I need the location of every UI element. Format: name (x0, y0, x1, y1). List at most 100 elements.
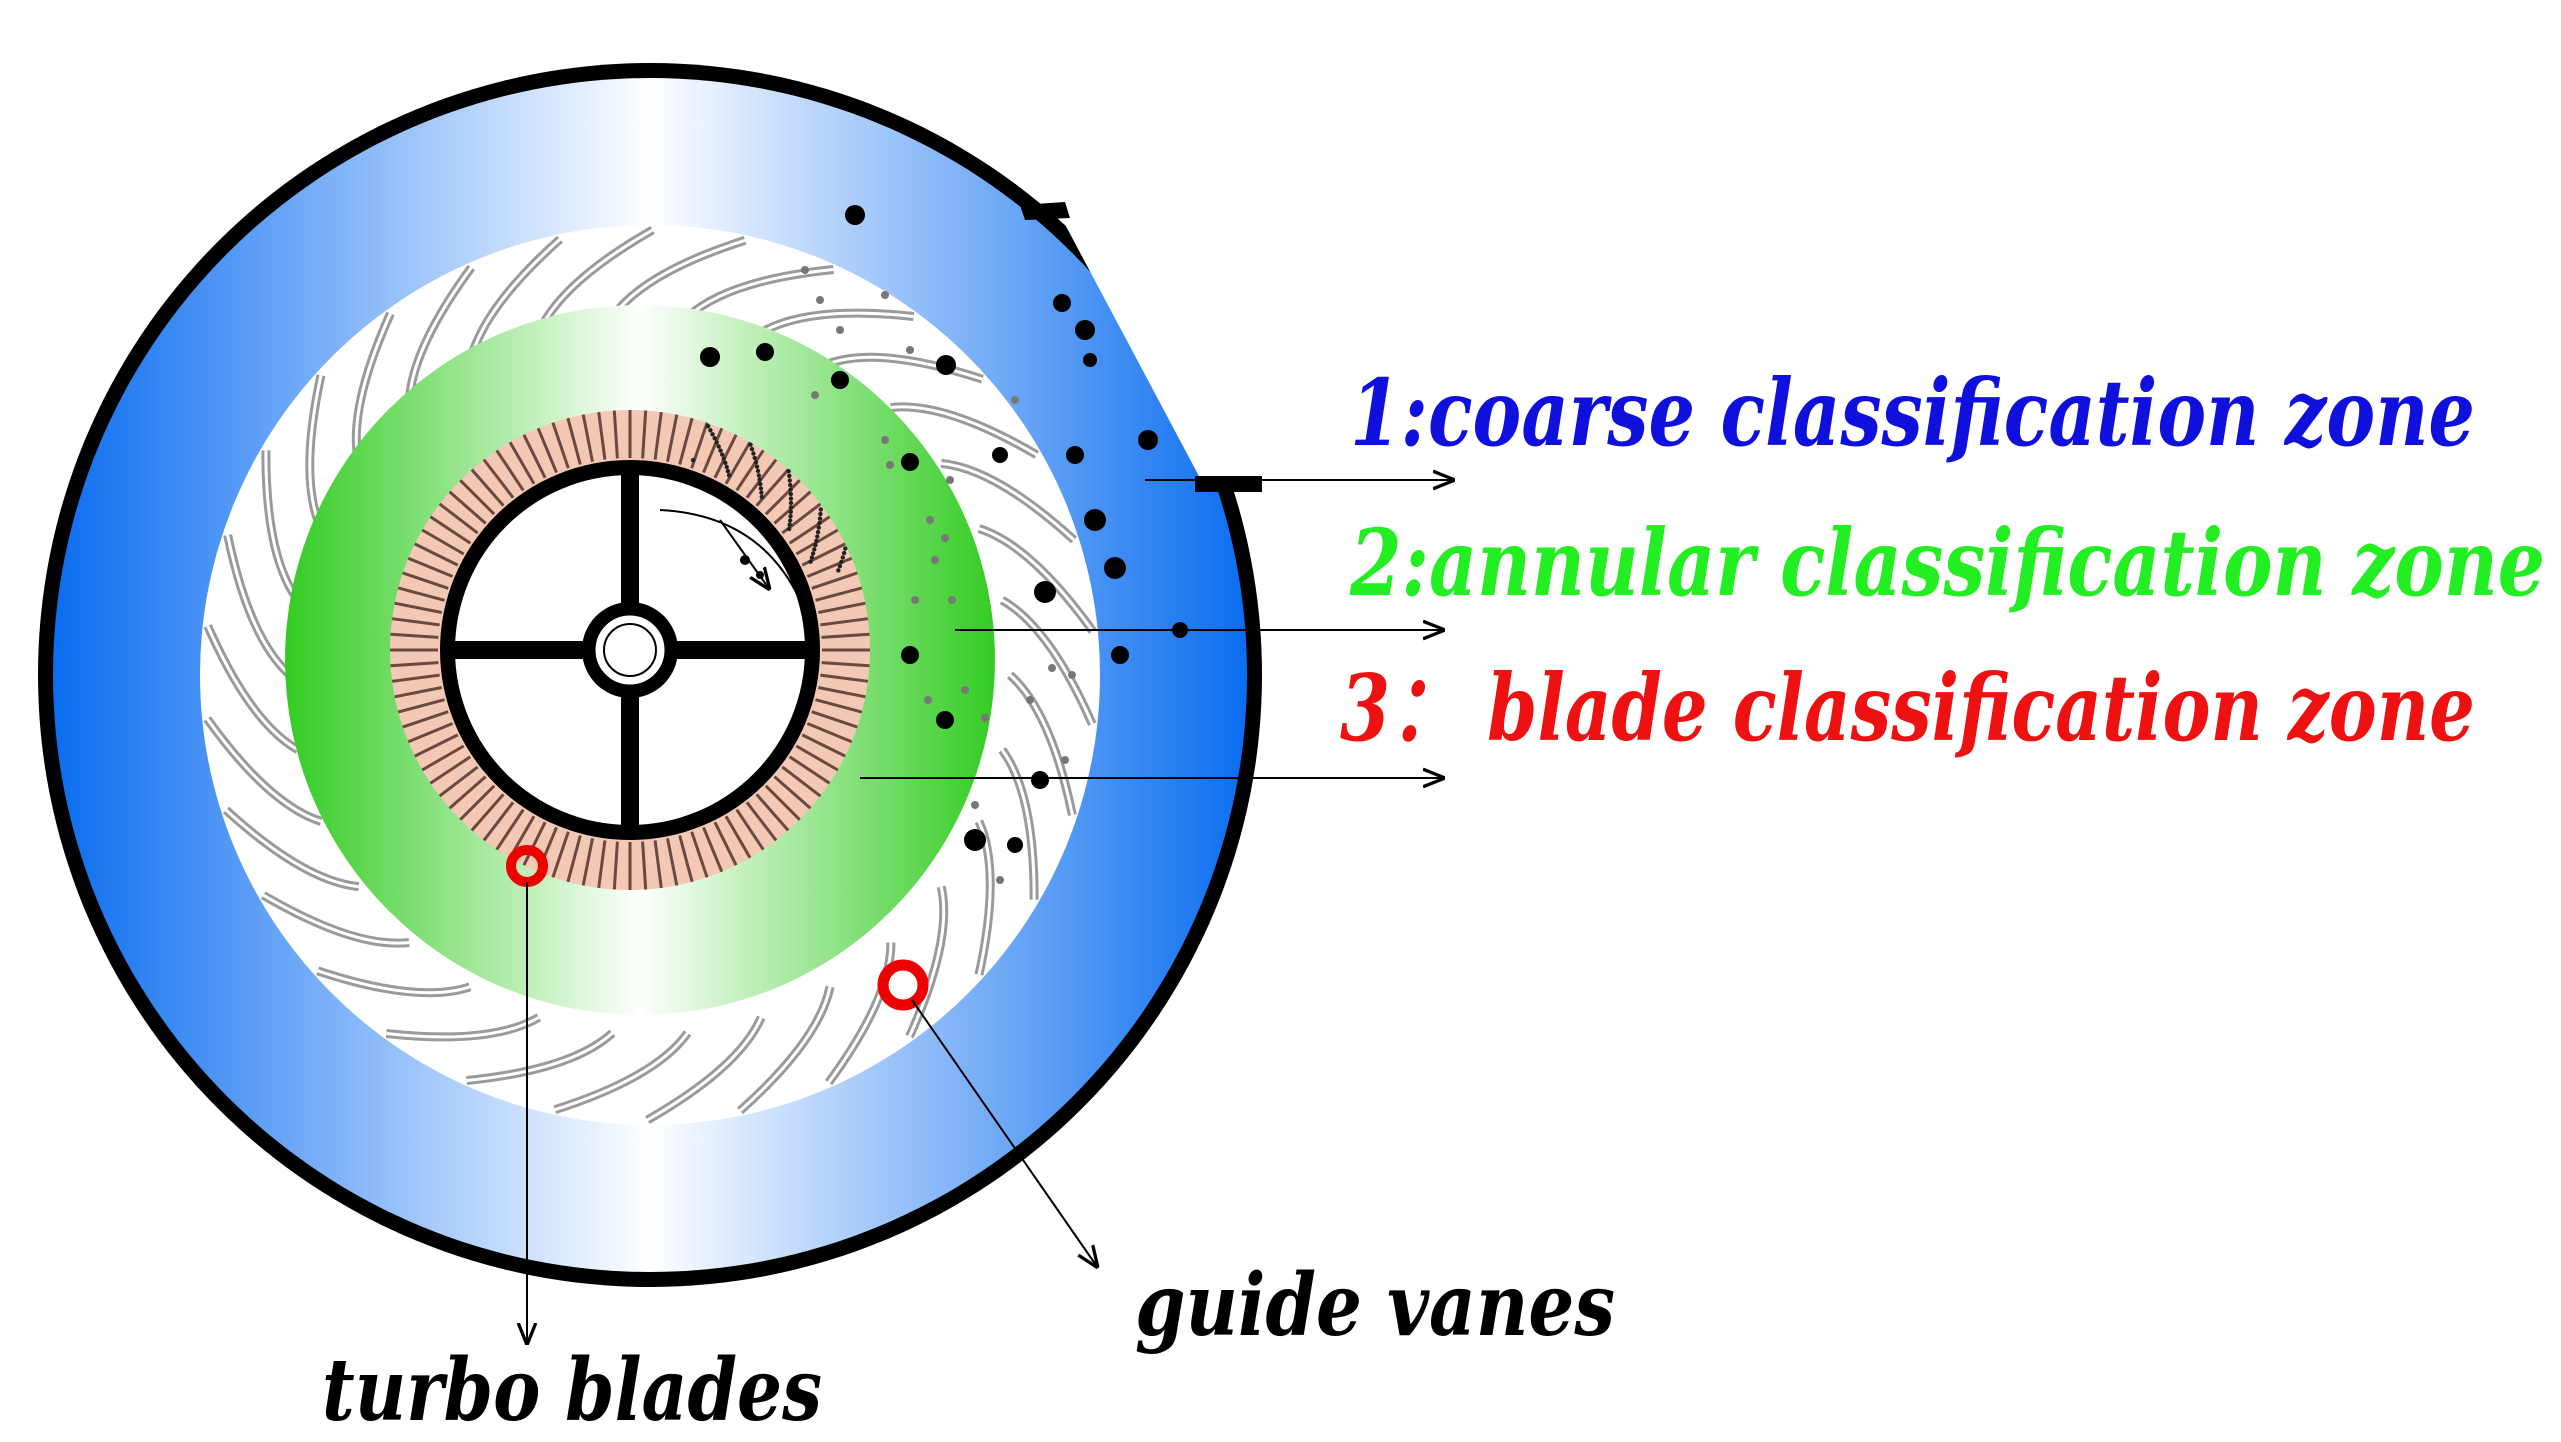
fine-particle (1068, 671, 1076, 679)
dust-particle (749, 446, 755, 452)
dust-particle (808, 559, 813, 564)
dust-particle (754, 464, 760, 469)
turbo-blade (390, 632, 439, 639)
dust-particle (690, 458, 696, 463)
turbo-blade (735, 449, 765, 492)
guide-vane-highlight (264, 450, 300, 602)
dust-particle (813, 542, 818, 548)
turbo-blade (566, 417, 582, 465)
turbo-blade (394, 601, 442, 614)
dust-particle (705, 424, 711, 429)
turbo-blade (397, 698, 445, 714)
dust-particle (841, 550, 847, 556)
particle (936, 355, 956, 375)
guide-vane-highlight (554, 1032, 689, 1112)
fine-particle (941, 534, 949, 542)
dust-particle (787, 473, 792, 478)
fine-particle (1048, 664, 1056, 672)
turbo-blade (429, 515, 472, 545)
turbo-blade (764, 784, 801, 821)
turbo-blade (788, 515, 831, 545)
dust-particle (723, 460, 728, 465)
fine-particle (881, 436, 889, 444)
turbo-blade (566, 835, 582, 883)
fine-particle (1011, 396, 1019, 404)
turbo-blade (414, 733, 459, 758)
dust-particle (757, 477, 762, 482)
turbo-blade (666, 838, 679, 886)
dust-particle (752, 455, 757, 461)
dust-particle (710, 432, 715, 437)
turbo-blade (407, 722, 454, 744)
fine-particle (971, 801, 979, 809)
turbo-blade (713, 434, 738, 479)
turbo-blade (391, 617, 440, 627)
turbo-blade (597, 411, 607, 460)
turbo-blade (522, 434, 547, 479)
particle (1138, 430, 1158, 450)
fine-particle (886, 461, 894, 469)
turbo-blade (482, 458, 515, 499)
particle (1084, 509, 1106, 531)
particle (936, 711, 954, 729)
rotor-shaft-inner (603, 623, 657, 677)
dust-particle (788, 496, 794, 501)
particle (1007, 837, 1023, 853)
fine-particle (981, 714, 989, 722)
guide-vane-highlight (686, 268, 834, 319)
turbo-blade (795, 744, 839, 772)
dust-particle (787, 526, 792, 532)
turbo-blade (508, 441, 536, 485)
turbo-blade (394, 686, 442, 699)
turbo-blade (641, 410, 648, 459)
turbo-blade (773, 775, 812, 810)
guide-vane-highlight (646, 1016, 763, 1122)
turbo-blade (448, 490, 487, 525)
turbo-blade (678, 417, 694, 465)
turbo-blade (482, 801, 515, 842)
turbo-blade (551, 831, 570, 878)
particle (964, 829, 986, 851)
fine-particle (946, 476, 954, 484)
rotation-arrow (659, 509, 801, 601)
particle (992, 447, 1008, 463)
turbo-blade (459, 784, 496, 821)
turbo-blade (581, 414, 594, 462)
turbo-blade (713, 821, 738, 866)
turbo-blade (402, 571, 449, 590)
casing-lip (1020, 202, 1070, 220)
guide-vane-highlight (1009, 673, 1074, 816)
turbo-blade (764, 479, 801, 516)
particle (1111, 646, 1129, 664)
dust-particle (788, 491, 793, 497)
zone3-label: 3： blade classification zone (1340, 654, 2475, 762)
dust-particle (788, 482, 793, 488)
dust-particle (817, 520, 822, 526)
turbo-blade (735, 808, 765, 851)
dust-particle (708, 428, 713, 433)
dust-particle (817, 516, 823, 521)
dust-particle (712, 436, 717, 441)
particle (756, 343, 774, 361)
particles (690, 205, 1188, 884)
turbo-blade (702, 427, 724, 474)
dust-particle (788, 514, 793, 519)
casing-opening (1050, 200, 1255, 478)
turbo-blade (678, 835, 694, 883)
turbo-blade (470, 793, 505, 832)
dust-particle (787, 522, 792, 527)
dust-particle (751, 451, 756, 456)
particle (1075, 320, 1095, 340)
dust-particle (720, 452, 725, 457)
fine-particle (1026, 696, 1034, 704)
turbo-blade (448, 775, 487, 810)
fine-particle (811, 391, 819, 399)
turbo-blade (755, 468, 790, 507)
particle (1104, 557, 1126, 579)
turbo-blade (612, 410, 619, 459)
fine-particle (926, 516, 934, 524)
dust-particle (787, 478, 792, 483)
particle (756, 571, 764, 579)
dust-particle (788, 487, 793, 492)
